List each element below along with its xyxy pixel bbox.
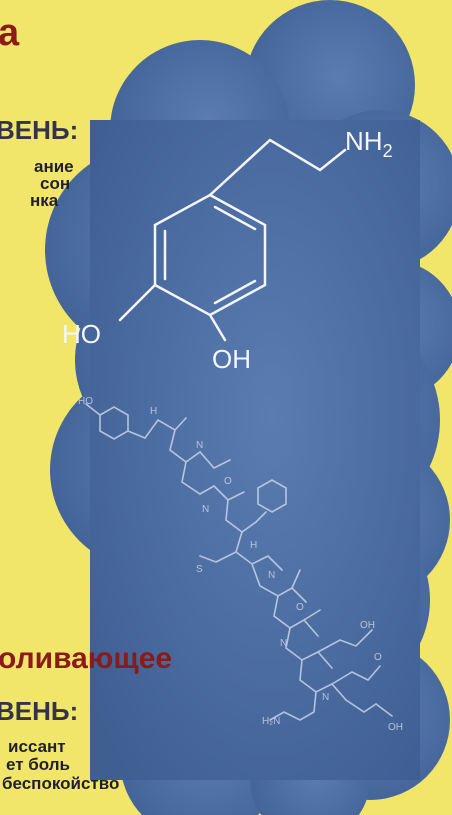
bottom-line-2: ет боль: [6, 755, 70, 774]
hydroxyl-left-label: HO: [62, 319, 101, 349]
svg-text:OH: OH: [388, 722, 403, 733]
svg-text:H: H: [150, 406, 157, 417]
hydroxyl-right-label: OH: [212, 344, 251, 374]
svg-text:O: O: [296, 602, 304, 613]
svg-text:N: N: [268, 570, 275, 581]
svg-text:S: S: [196, 564, 203, 575]
bottom-level-heading: ВЕНЬ:: [0, 696, 79, 726]
svg-text:OH: OH: [360, 620, 375, 631]
svg-text:O: O: [224, 476, 232, 487]
top-line-2: сон: [40, 174, 71, 193]
svg-text:O: O: [374, 652, 382, 663]
svg-text:H₂N: H₂N: [262, 716, 280, 727]
top-title-fragment: а: [0, 12, 20, 54]
top-line-1: ание: [34, 157, 74, 176]
svg-text:N: N: [322, 692, 329, 703]
top-level-heading: ВЕНЬ:: [0, 115, 79, 145]
svg-text:HO: HO: [78, 396, 93, 407]
svg-text:N: N: [280, 638, 287, 649]
bottom-line-1: иссант: [8, 737, 66, 756]
svg-text:N: N: [202, 504, 209, 515]
bottom-line-3: беспокойство: [2, 774, 120, 793]
top-line-3: нка: [30, 191, 59, 210]
amine-label: NH2: [345, 126, 393, 161]
bottom-title-fragment: оливающее: [0, 642, 173, 675]
svg-text:N: N: [196, 440, 203, 451]
svg-text:H: H: [250, 540, 257, 551]
